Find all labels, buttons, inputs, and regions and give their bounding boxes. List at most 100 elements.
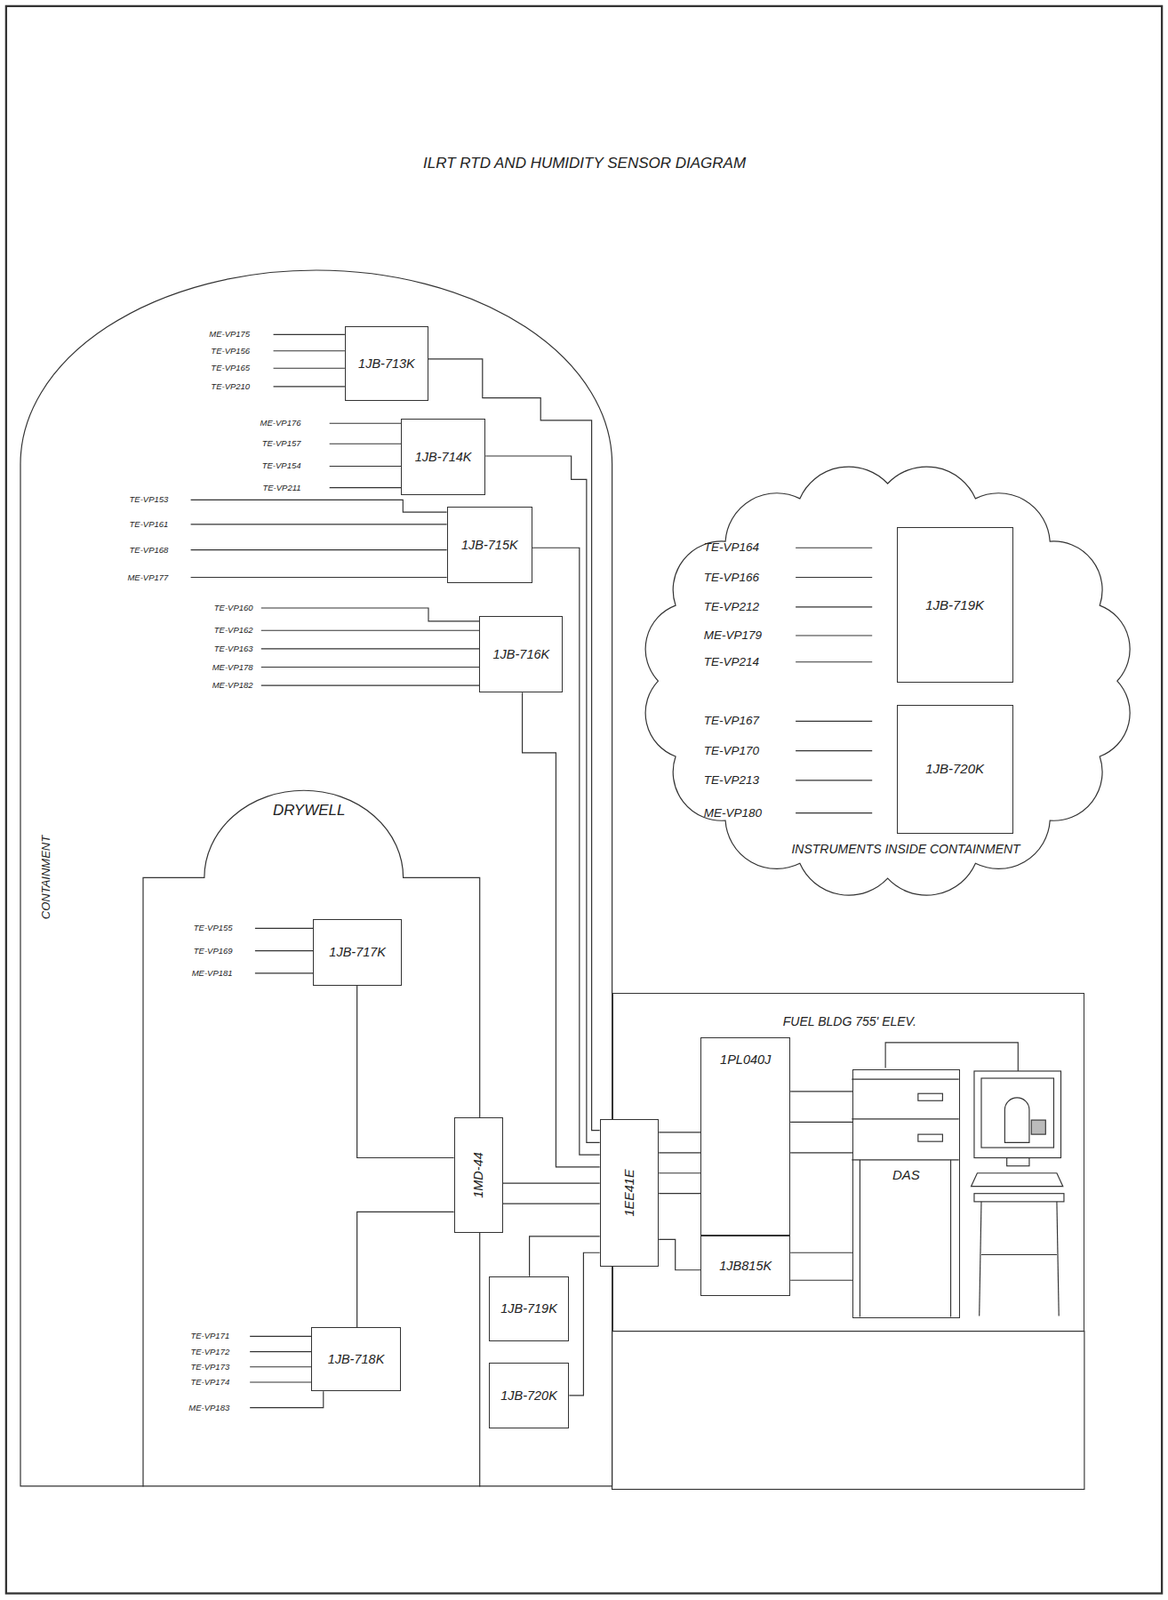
signal-cable — [658, 1152, 701, 1153]
leader-line — [249, 1391, 324, 1408]
signal-cable — [503, 1203, 600, 1205]
node-label: 1JB-719K — [500, 1301, 558, 1317]
signal-cable — [790, 1152, 853, 1153]
leader-line — [795, 812, 872, 814]
leader-line — [795, 750, 872, 752]
leader-line — [191, 549, 448, 551]
sensor-tag: TE-VP164 — [704, 541, 760, 555]
monitor-stand — [1007, 1158, 1030, 1167]
desk-rail — [981, 1254, 1057, 1256]
drive-slot — [918, 1134, 944, 1142]
signal-cable — [428, 359, 600, 1131]
junction-box: 1JB-718K — [311, 1327, 401, 1392]
callout-cloud: INSTRUMENTS INSIDE CONTAINMENT 1JB-719K 1J… — [627, 448, 1148, 913]
node-label: 1JB-719K — [925, 597, 984, 613]
sensor-tag: TE-VP214 — [704, 655, 760, 669]
signal-cable — [790, 1090, 853, 1092]
leader-line — [795, 779, 872, 781]
node-label: 1MD-44 — [471, 1152, 487, 1199]
leader-line — [795, 661, 872, 663]
sensor-tag: TE-VP172 — [190, 1346, 230, 1356]
diagram-title: ILRT RTD AND HUMIDITY SENSOR DIAGRAM — [423, 154, 746, 172]
sensor-tag: ME-VP183 — [188, 1402, 230, 1412]
signal-cable — [529, 1236, 600, 1277]
junction-box: 1JB-720K — [488, 1362, 570, 1428]
junction-box: 1JB-719K — [488, 1276, 570, 1342]
screen-icon — [1004, 1097, 1030, 1143]
leader-line — [255, 928, 313, 929]
junction-box: 1JB-719K — [896, 527, 1014, 682]
node-label: DRYWELL — [272, 802, 346, 821]
leader-line — [261, 608, 480, 622]
sensor-tag: TE-VP167 — [704, 714, 760, 728]
leader-line — [795, 606, 872, 608]
leader-line — [261, 666, 480, 668]
region-outline — [20, 270, 613, 1487]
region-outline — [143, 790, 480, 1487]
node-label: 1JB815K — [719, 1258, 772, 1274]
signal-cable — [485, 456, 600, 1143]
leader-line — [329, 443, 401, 445]
sensor-tag: TE-VP154 — [262, 461, 302, 471]
sensor-tag: TE-VP210 — [210, 382, 250, 392]
sensor-tag: TE-VP212 — [704, 600, 760, 614]
containment-region: CONTAINMENTDRYWELL1JB-717K1JB-718K1JB-71… — [20, 270, 613, 1487]
leader-line — [329, 487, 401, 488]
sensor-tag: TE-VP153 — [129, 495, 169, 504]
sensor-tag: ME-VP179 — [704, 629, 762, 643]
sensor-tag: TE-VP174 — [190, 1377, 230, 1387]
signal-cable — [658, 1239, 701, 1270]
leader-line — [329, 465, 401, 467]
node-label: INSTRUMENTS INSIDE CONTAINMENT — [791, 841, 1020, 856]
node-label: 1JB-716K — [493, 647, 551, 663]
leader-line — [249, 1351, 312, 1352]
signal-cable — [658, 1172, 701, 1174]
signal-cable — [357, 1211, 455, 1328]
leader-line — [261, 630, 480, 632]
sensor-tag: TE-VP162 — [214, 625, 254, 635]
signal-cable — [658, 1192, 701, 1194]
sensor-tag: ME-VP176 — [260, 418, 302, 428]
cabinet-detail — [851, 1118, 959, 1120]
leader-line — [249, 1336, 312, 1337]
cabinet-detail — [851, 1079, 959, 1080]
penetration-box: 1EE41E — [600, 1119, 660, 1267]
das-cabinet: DAS — [852, 1069, 960, 1319]
junction-box: 1JB-714K — [400, 418, 486, 496]
region-outline — [645, 466, 1130, 896]
building-region: FUEL BLDG 755' ELEV.1EE41E1PL040J1JB815K… — [612, 992, 1085, 1332]
signal-cable — [532, 547, 600, 1155]
monitor — [974, 1071, 1062, 1159]
node-label: DAS — [892, 1167, 920, 1183]
leader-line — [329, 423, 401, 424]
desk-leg — [1056, 1201, 1059, 1317]
sensor-tag: TE-VP157 — [262, 439, 302, 448]
node-label: 1JB-715K — [461, 537, 519, 553]
node-label: 1JB-717K — [328, 944, 386, 960]
drive-slot — [918, 1093, 944, 1101]
leader-line — [273, 334, 345, 336]
leader-line — [273, 385, 345, 387]
leader-line — [273, 350, 345, 352]
sensor-tag: TE-VP213 — [704, 773, 760, 787]
leader-line — [255, 972, 313, 974]
distribution-box: 1MD-44 — [454, 1117, 504, 1234]
signal-cable — [658, 1131, 701, 1133]
node-label: 1EE41E — [622, 1168, 638, 1216]
leader-line — [261, 685, 480, 687]
leader-line — [261, 648, 480, 649]
cabinet-detail — [859, 1160, 861, 1318]
junction-box: 1JB-713K — [344, 326, 429, 401]
sensor-tag: ME-VP182 — [212, 680, 254, 690]
junction-box: 1JB-720K — [896, 704, 1014, 834]
junction-box: 1JB815K — [700, 1235, 791, 1297]
sensor-tag: TE-VP163 — [214, 644, 254, 654]
page-frame — [6, 6, 1162, 1594]
node-label: 1JB-718K — [328, 1352, 385, 1368]
leader-line — [273, 368, 345, 369]
sensor-tag: TE-VP168 — [129, 544, 169, 554]
sensor-tag: TE-VP160 — [214, 603, 254, 613]
leader-line — [249, 1381, 312, 1383]
node-label: 1PL040J — [720, 1052, 771, 1068]
